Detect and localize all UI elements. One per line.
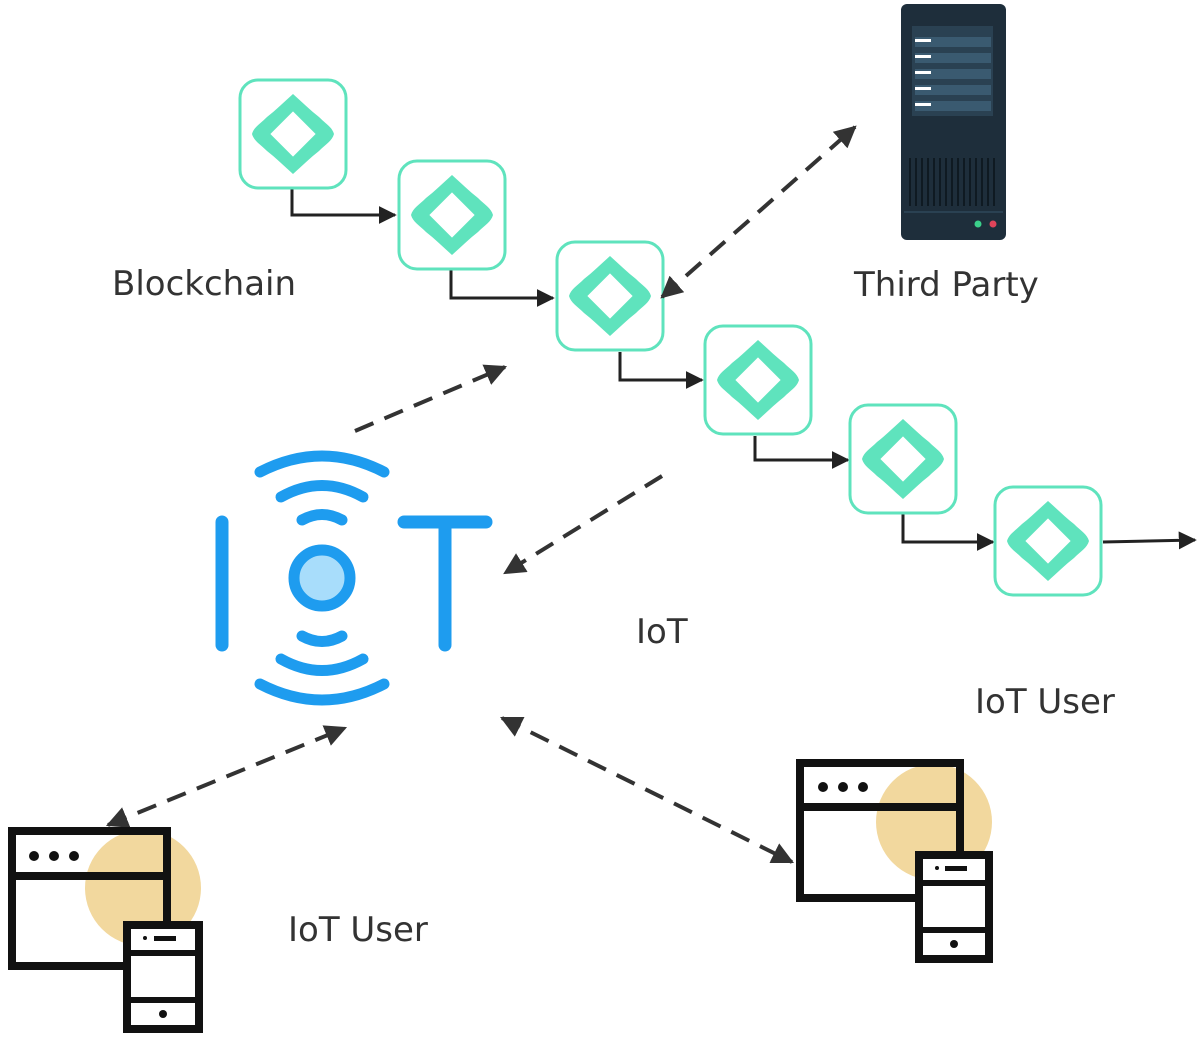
block-icon	[555, 240, 665, 352]
chain-arrow-5	[901, 514, 995, 551]
iot-user-left-arrow	[105, 725, 348, 828]
iot-user-right-arrow	[500, 716, 794, 864]
iot-user-right-label: IoT User	[975, 682, 1115, 722]
chain-arrow-3	[618, 352, 704, 389]
block-icon	[993, 485, 1103, 597]
third-party-label: Third Party	[854, 265, 1039, 305]
iot-to-block-arrow	[354, 364, 508, 433]
iot-label: IoT	[636, 612, 688, 652]
device-icon-left	[8, 827, 203, 1033]
block-icon	[238, 78, 348, 190]
block-to-iot-arrow	[503, 474, 664, 575]
iot-wireless-icon	[215, 450, 493, 706]
block-icon	[703, 324, 813, 436]
server-icon	[901, 4, 1006, 240]
chain-arrow-4	[753, 436, 850, 469]
chain-arrow-2	[449, 268, 555, 307]
chain-arrow-1	[290, 188, 397, 224]
device-icon-right	[796, 759, 993, 963]
blockchain-label: Blockchain	[112, 264, 297, 304]
block-icon	[848, 403, 958, 515]
dashed-connections	[105, 125, 857, 864]
block-icon	[397, 159, 507, 271]
chain-arrow-6	[1102, 531, 1197, 550]
iot-user-left-label: IoT User	[288, 910, 428, 950]
third-party-block-arrow	[660, 125, 857, 299]
chain-connectors	[290, 188, 1197, 551]
